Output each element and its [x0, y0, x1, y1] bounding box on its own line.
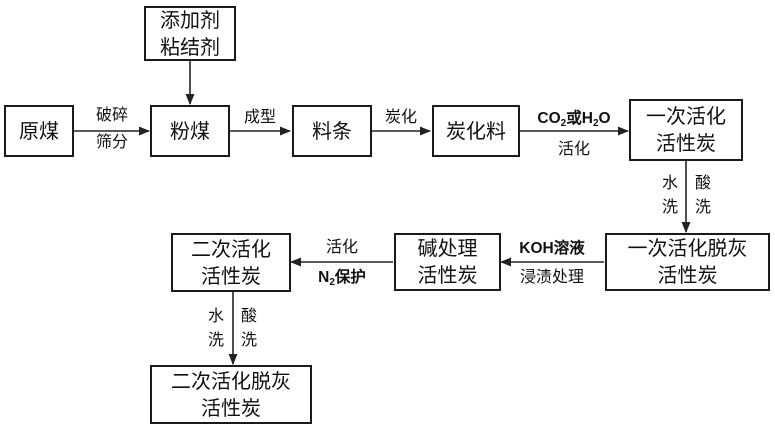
- box-line: 活性炭: [201, 263, 261, 290]
- alkali-treated-carbon-box: 碱处理 活性炭: [394, 233, 501, 291]
- co-text: CO: [537, 110, 560, 127]
- box-line: 二次活化脱灰: [171, 368, 291, 395]
- box-line: 一次活化脱灰: [628, 235, 748, 262]
- material-strip-box: 料条: [292, 105, 372, 157]
- label-line: 炭化: [385, 106, 417, 127]
- impregnation-label: 浸渍处理: [520, 266, 584, 287]
- box-line: 粉煤: [170, 118, 210, 145]
- carbonized-material-box: 炭化料: [432, 105, 520, 157]
- box-line: 活性炭: [656, 130, 716, 157]
- activation-2-label: 活化: [326, 236, 358, 257]
- box-line: 活性炭: [418, 262, 478, 289]
- crush-screen-label: 破碎 筛分: [96, 104, 128, 152]
- label-line: 洗: [208, 329, 224, 350]
- activation-gas-label: CO2或H2O: [537, 108, 610, 134]
- box-line: 原煤: [19, 118, 59, 145]
- acid-wash-2-label: 酸 洗: [241, 305, 257, 350]
- or-text: 或: [566, 109, 582, 127]
- raw-coal-box: 原煤: [4, 105, 74, 157]
- box-line: 添加剂: [160, 7, 220, 34]
- label-line: 洗: [241, 329, 257, 350]
- water-wash-2-label: 水 洗: [208, 305, 224, 350]
- carbonize-label: 炭化: [385, 106, 417, 127]
- additive-binder-box: 添加剂 粘结剂: [144, 6, 236, 61]
- koh-text: KOH: [519, 240, 553, 257]
- box-line: 活性炭: [201, 395, 261, 422]
- box-line: 料条: [312, 118, 352, 145]
- activation-label: 活化: [558, 138, 590, 159]
- box-line: 活性炭: [658, 262, 718, 289]
- label-line: 酸: [241, 305, 257, 326]
- label-line: 成型: [244, 106, 276, 127]
- box-line: 粘结剂: [160, 34, 220, 61]
- box-line: 碱处理: [418, 235, 478, 262]
- solution-text: 溶液: [554, 239, 585, 257]
- h-text: H: [582, 110, 593, 127]
- water-wash-label: 水 洗: [662, 172, 678, 217]
- primary-activated-carbon-box: 一次活化 活性炭: [629, 99, 743, 161]
- label-line: 活化: [558, 138, 590, 159]
- label-line: 洗: [695, 196, 711, 217]
- protection-text: 保护: [335, 268, 366, 286]
- label-line: 水: [662, 172, 678, 193]
- box-line: 二次活化: [191, 236, 271, 263]
- n-text: N: [318, 269, 329, 286]
- label-line: 活化: [326, 236, 358, 257]
- label-line: 洗: [662, 196, 678, 217]
- acid-wash-label: 酸 洗: [695, 172, 711, 217]
- n2-protection-label: N2保护: [318, 267, 366, 293]
- box-line: 一次活化: [646, 103, 726, 130]
- label-line: 破碎: [96, 104, 128, 125]
- box-line: 炭化料: [446, 118, 506, 145]
- secondary-deashed-carbon-box: 二次活化脱灰 活性炭: [150, 365, 312, 424]
- label-line: 水: [208, 305, 224, 326]
- label-line: 浸渍处理: [520, 266, 584, 287]
- pulverized-coal-box: 粉煤: [150, 105, 230, 157]
- o-text: O: [599, 110, 611, 127]
- koh-solution-label: KOH溶液: [519, 238, 584, 259]
- secondary-activated-carbon-box: 二次活化 活性炭: [171, 233, 291, 292]
- label-line: 筛分: [96, 131, 128, 152]
- label-line: 酸: [695, 172, 711, 193]
- primary-deashed-carbon-box: 一次活化脱灰 活性炭: [605, 233, 770, 291]
- forming-label: 成型: [244, 106, 276, 127]
